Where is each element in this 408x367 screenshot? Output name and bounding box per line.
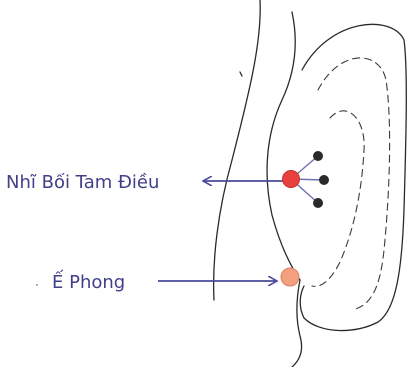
stray-dot <box>36 284 38 286</box>
lower-acupoint <box>281 268 299 286</box>
upper-acupoint <box>283 171 300 188</box>
small-point-middle <box>319 175 329 185</box>
ear-outer-outline <box>300 24 406 330</box>
small-point-bottom <box>313 198 323 208</box>
ear-helix-inner <box>318 58 390 310</box>
ear-lobe-outline <box>292 280 302 367</box>
neck-outline <box>214 0 261 300</box>
upper-point-label: Nhĩ Bối Tam Điều <box>6 172 159 193</box>
hairline-outline <box>267 12 300 280</box>
small-point-top <box>313 151 323 161</box>
lower-point-label: Ế Phong <box>52 269 125 293</box>
skin-mark <box>240 72 242 76</box>
